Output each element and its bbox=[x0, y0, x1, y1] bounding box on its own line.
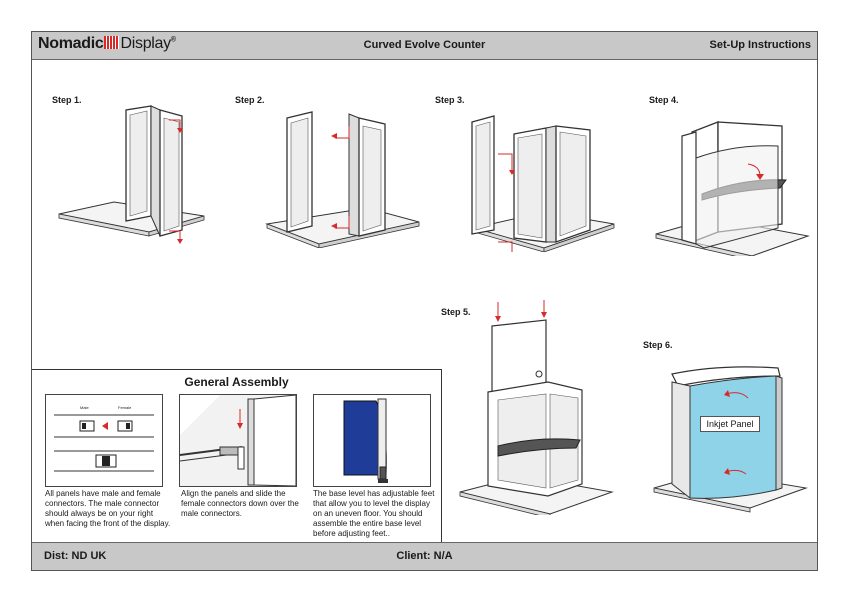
adjustable-feet-diagram bbox=[313, 394, 431, 487]
female-connector-label: Female bbox=[118, 405, 132, 410]
logo-grid-icon bbox=[104, 36, 120, 49]
step-6-illustration bbox=[653, 366, 808, 513]
step-4-label: Step 4. bbox=[649, 95, 679, 105]
general-assembly-panel: General Assembly Male Female bbox=[32, 369, 442, 545]
step-2-illustration bbox=[265, 111, 420, 248]
document-title: Curved Evolve Counter bbox=[363, 39, 486, 51]
step-2-label: Step 2. bbox=[235, 95, 265, 105]
step-1-illustration bbox=[58, 105, 205, 244]
assembly-note-align: Align the panels and slide the female co… bbox=[181, 489, 299, 518]
general-assembly-title: General Assembly bbox=[184, 375, 289, 389]
assembly-note-connectors: All panels have male and female connecto… bbox=[45, 489, 171, 528]
document-type: Set-Up Instructions bbox=[709, 39, 811, 51]
step-3-label: Step 3. bbox=[435, 95, 465, 105]
step-4-illustration bbox=[655, 121, 810, 256]
step-3-illustration bbox=[471, 115, 615, 252]
client-label: Client: N/A bbox=[396, 550, 453, 562]
step-6-label: Step 6. bbox=[643, 340, 673, 350]
step-5-illustration bbox=[459, 300, 614, 515]
connector-diagram: Male Female bbox=[45, 394, 163, 487]
assembly-note-feet: The base level has adjustable feet that … bbox=[313, 489, 435, 538]
step-1-label: Step 1. bbox=[52, 95, 82, 105]
step-5-label: Step 5. bbox=[441, 307, 471, 317]
footer-bar: Dist: ND UK Client: N/A bbox=[32, 542, 817, 570]
male-connector-label: Male bbox=[80, 405, 89, 410]
inkjet-panel-label: Inkjet Panel bbox=[700, 416, 760, 432]
slide-connector-diagram bbox=[179, 394, 297, 487]
distributor-label: Dist: ND UK bbox=[44, 550, 107, 562]
